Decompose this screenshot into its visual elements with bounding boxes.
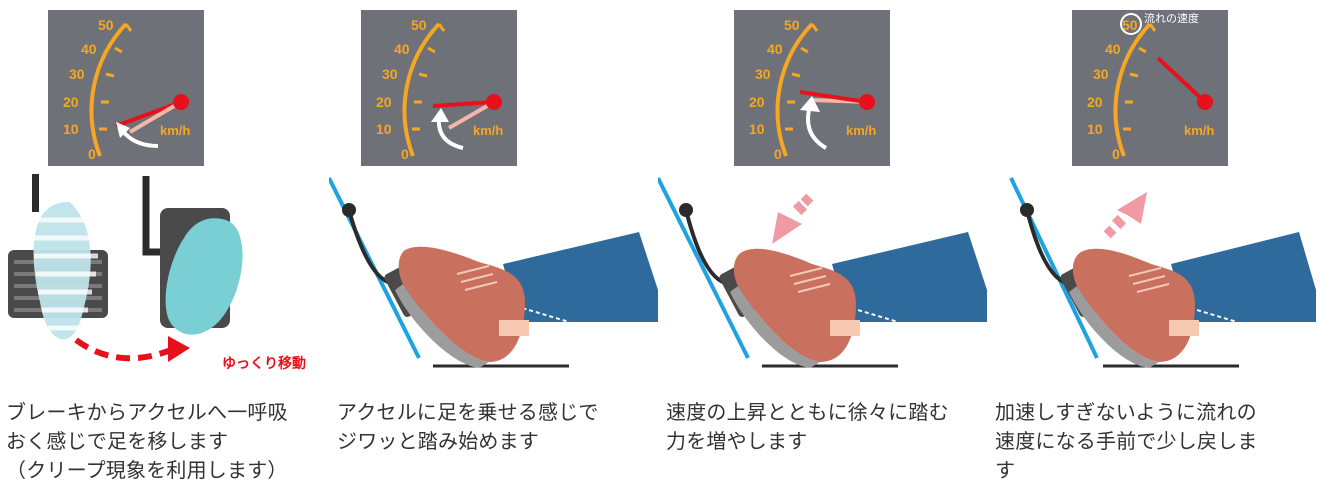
tick-30: 30 [1093,66,1109,82]
tick-50: 50 [411,17,427,33]
tick-20: 20 [1087,94,1103,110]
needle [432,100,495,108]
tick-0: 0 [88,146,96,162]
move-arrow [74,337,178,362]
step-2-caption: アクセルに足を乗せる感じで ジワッと踏み始めます [337,400,599,453]
foot [165,218,243,335]
step-3-caption: 速度の上昇とともに徐々に踏む 力を増やします [666,400,949,453]
speedometer: 50 40 30 20 10 0 km/h [361,10,517,166]
tick-40: 40 [767,41,783,57]
jeans [832,232,987,322]
tick-50: 50 [1122,17,1138,33]
jeans [503,232,658,322]
needle [799,90,868,104]
tick-50: 50 [784,17,800,33]
tick-30: 30 [755,66,771,82]
speedometer: 50 40 30 20 10 0 km/h [48,10,204,166]
slow-move-label: ゆっくり移動 [222,355,306,372]
accel-pedal-arm [142,176,162,256]
tick-10: 10 [63,121,79,137]
press-arrow [772,193,814,244]
tick-40: 40 [1105,41,1121,57]
tick-0: 0 [401,146,409,162]
rise-arrow [120,128,159,148]
pedal-switch-scene: ゆっくり移動 [0,172,329,382]
tick-20: 20 [749,94,765,110]
step-3-panel: 50 40 30 20 10 0 km/h [658,0,987,489]
step-1-panel: 50 40 30 20 10 0 km/h [0,0,329,489]
needle [115,100,182,128]
tick-0: 0 [1112,146,1120,162]
tick-40: 40 [394,41,410,57]
tick-0: 0 [774,146,782,162]
rise-arrow [806,105,828,150]
ease-off-arrow [1103,192,1147,239]
step-2-panel: 50 40 30 20 10 0 km/h [329,0,658,489]
tick-40: 40 [81,41,97,57]
tick-30: 30 [69,66,85,82]
pedal-press-scene [329,172,658,382]
tick-50: 50 [98,17,114,33]
pedal-ease-off-scene [987,172,1316,382]
gauge-scale [89,22,128,157]
shoe [398,246,525,362]
tick-10: 10 [749,121,765,137]
ghost-foot [33,201,91,340]
jeans [1171,232,1316,322]
flow-speed-marker [1120,13,1142,35]
unit-label: km/h [1184,123,1214,138]
tick-30: 30 [382,66,398,82]
needle-hub [173,94,189,110]
pedal-increase-scene [658,172,987,382]
speedometer: 50 40 30 20 10 0 km/h [734,10,890,166]
tick-20: 20 [376,94,392,110]
unit-label: km/h [473,123,503,138]
ghost-needle [128,100,183,134]
ghost-needle [447,100,496,130]
step-4-panel: 50 流れの速度 40 30 20 10 0 km/h [987,0,1316,489]
needle [1156,56,1207,104]
unit-label: km/h [160,123,190,138]
step-4-caption: 加速しすぎないように流れの 速度になる手前で少し戻しま す [995,400,1258,482]
unit-label: km/h [846,123,876,138]
flow-speed-label: 流れの速度 [1144,11,1199,25]
tick-20: 20 [63,94,79,110]
tick-10: 10 [376,121,392,137]
step-1-caption: ブレーキからアクセルへ一呼吸 おく感じで足を移します （クリープ現象を利用します… [6,400,288,482]
speedometer: 50 流れの速度 40 30 20 10 0 km/h [1072,10,1228,166]
tick-10: 10 [1087,121,1103,137]
brake-pedal-arm [32,174,39,212]
